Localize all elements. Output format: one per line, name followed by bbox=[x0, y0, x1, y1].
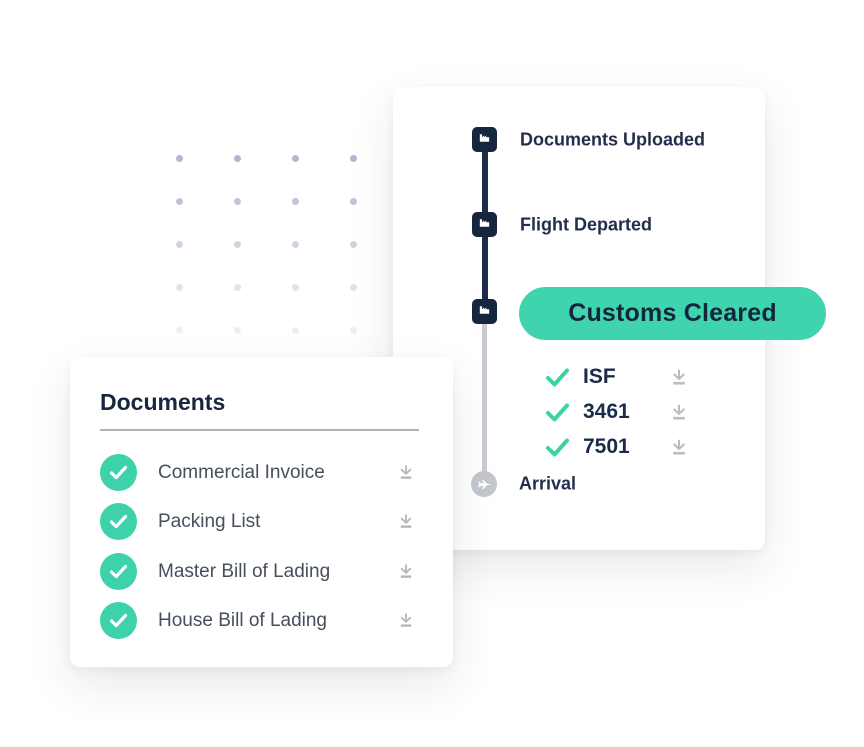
factory-icon bbox=[477, 215, 492, 235]
check-icon bbox=[546, 368, 569, 386]
shipment-timeline-card: Documents Uploaded Flight Departed Custo… bbox=[393, 87, 826, 550]
step-label-arrival: Arrival bbox=[519, 473, 577, 494]
dot bbox=[292, 198, 299, 205]
customs-doc-row-7501: 7501 bbox=[545, 434, 630, 460]
plane-icon bbox=[477, 479, 491, 489]
document-label: House Bill of Lading bbox=[158, 609, 327, 631]
customs-doc-row-isf: ISF bbox=[545, 364, 616, 390]
document-list-item-packing-list: Packing List bbox=[100, 503, 260, 540]
dot bbox=[176, 241, 183, 248]
dot bbox=[234, 327, 241, 334]
dot bbox=[234, 155, 241, 162]
factory-icon bbox=[477, 130, 492, 150]
dot bbox=[350, 155, 357, 162]
dot bbox=[350, 327, 357, 334]
check-icon bbox=[546, 403, 569, 421]
dot bbox=[176, 327, 183, 334]
dot bbox=[176, 198, 183, 205]
dot bbox=[292, 241, 299, 248]
step-label-customs-cleared: Customs Cleared bbox=[568, 299, 777, 327]
download-icon[interactable] bbox=[669, 402, 689, 422]
download-icon[interactable] bbox=[669, 437, 689, 457]
timeline-step-arrival bbox=[471, 471, 497, 497]
dot bbox=[176, 284, 183, 291]
customs-doc-label: 3461 bbox=[583, 400, 630, 423]
customs-doc-row-3461: 3461 bbox=[545, 399, 630, 425]
timeline-step-flight-departed bbox=[472, 212, 497, 237]
timeline-line-upcoming bbox=[482, 313, 487, 485]
download-icon[interactable] bbox=[397, 463, 415, 481]
step-label-documents-uploaded: Documents Uploaded bbox=[520, 129, 706, 150]
download-icon[interactable] bbox=[397, 562, 415, 580]
dot bbox=[350, 198, 357, 205]
download-icon[interactable] bbox=[669, 367, 689, 387]
divider bbox=[100, 429, 419, 431]
customs-doc-label: 7501 bbox=[583, 435, 630, 458]
documents-card-title: Documents bbox=[100, 389, 226, 415]
dot bbox=[176, 155, 183, 162]
document-label: Commercial Invoice bbox=[158, 461, 325, 483]
download-icon[interactable] bbox=[397, 611, 415, 629]
document-list-item-master-bill-of-lading: Master Bill of Lading bbox=[100, 553, 330, 590]
factory-icon bbox=[477, 302, 492, 322]
timeline-step-documents-uploaded bbox=[472, 127, 497, 152]
check-circle-icon bbox=[100, 454, 137, 491]
dot bbox=[234, 284, 241, 291]
customs-doc-label: ISF bbox=[583, 365, 616, 388]
dot bbox=[234, 198, 241, 205]
check-circle-icon bbox=[100, 553, 137, 590]
document-list-item-commercial-invoice: Commercial Invoice bbox=[100, 454, 325, 491]
check-icon bbox=[546, 438, 569, 456]
download-icon[interactable] bbox=[397, 512, 415, 530]
dot bbox=[292, 284, 299, 291]
dot bbox=[350, 241, 357, 248]
dot-grid-decoration bbox=[176, 155, 357, 334]
customs-cleared-status-badge: Customs Cleared bbox=[519, 287, 826, 340]
dot bbox=[292, 327, 299, 334]
document-list-item-house-bill-of-lading: House Bill of Lading bbox=[100, 602, 327, 639]
check-circle-icon bbox=[100, 602, 137, 639]
step-label-flight-departed: Flight Departed bbox=[520, 214, 653, 235]
dot bbox=[292, 155, 299, 162]
check-circle-icon bbox=[100, 503, 137, 540]
dot bbox=[350, 284, 357, 291]
dot bbox=[234, 241, 241, 248]
timeline-step-customs-cleared bbox=[472, 299, 497, 324]
documents-card: Documents Commercial Invoice Packing Lis… bbox=[70, 357, 453, 667]
document-label: Packing List bbox=[158, 510, 261, 532]
document-label: Master Bill of Lading bbox=[158, 560, 331, 582]
